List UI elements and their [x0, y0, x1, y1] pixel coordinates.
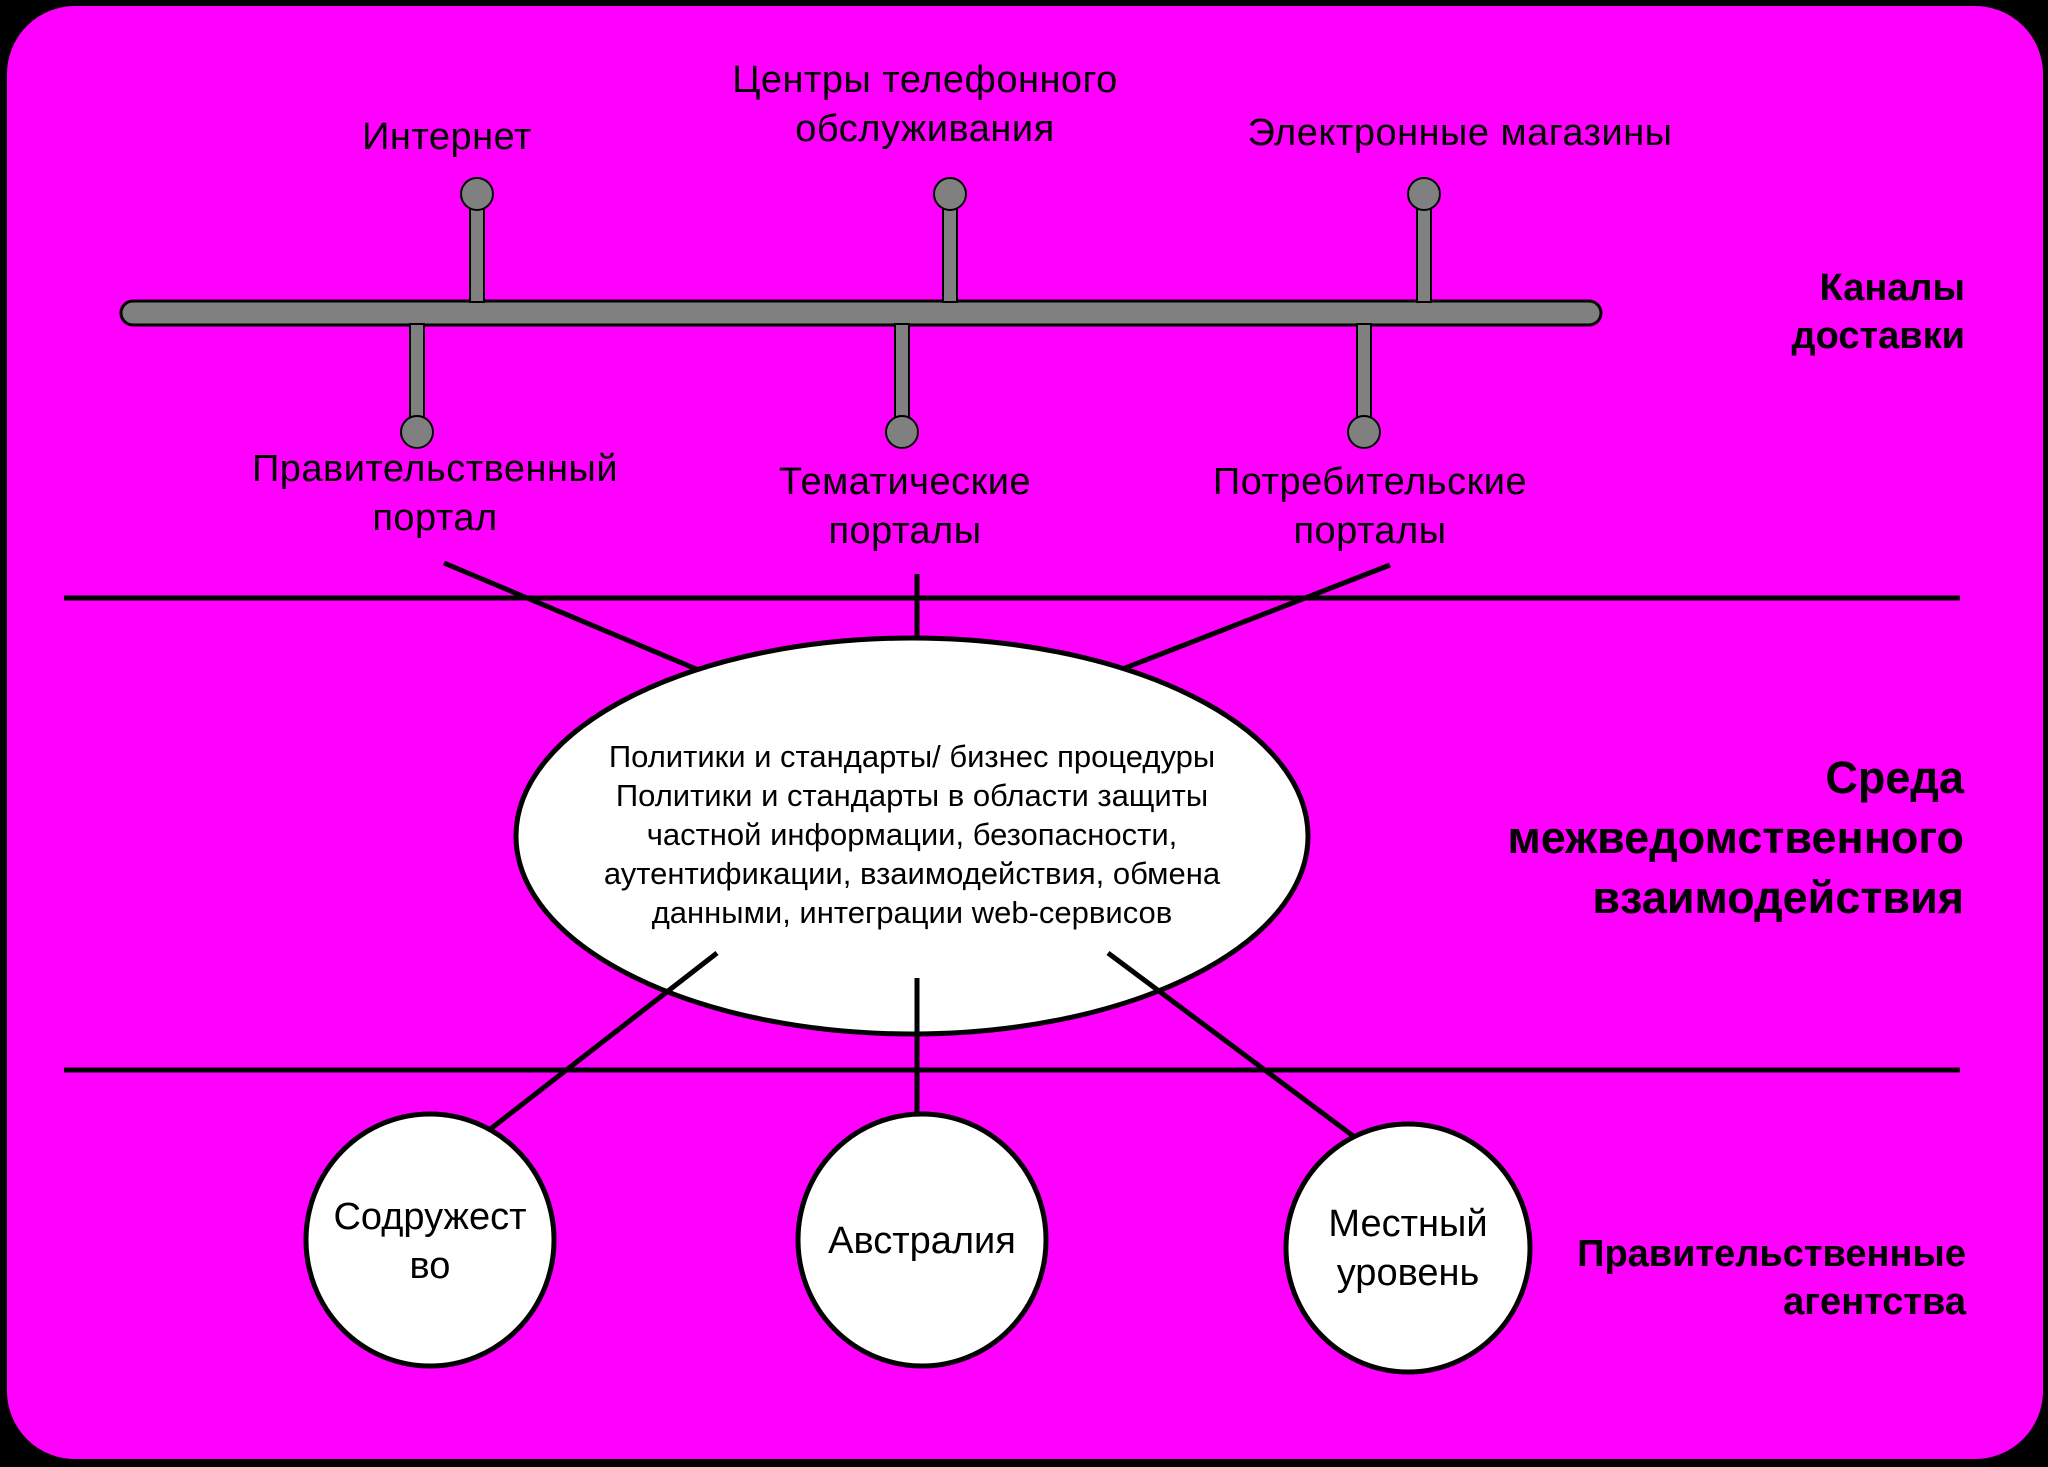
channel-label-e-shops: Электронные магазины [1247, 112, 1673, 154]
interagency-environment-ellipse [513, 635, 1311, 1037]
channel-label-thematic-portals: Тематические порталы [778, 461, 1032, 552]
agency-circle-commonwealth [303, 1111, 557, 1369]
connector-gov-portal [400, 323, 434, 449]
link-local-level [1106, 950, 1394, 1168]
agency-label-commonwealth: Содружест во [333, 1196, 527, 1287]
layer-label-interagency: Среда межведомственного взаимодействия [1507, 752, 1964, 923]
layer-label-agencies: Правительственные агентства [1577, 1233, 1966, 1323]
connector-e-shops [1407, 177, 1441, 303]
channel-label-gov-portal: Правительственный портал [251, 448, 619, 539]
connector-internet [460, 177, 494, 303]
channel-label-internet: Интернет [362, 116, 532, 158]
connector-call-centers [933, 177, 967, 303]
agency-circle-australia [795, 1111, 1049, 1369]
channel-label-call-centers: Центры телефонного обслуживания [732, 59, 1118, 150]
connector-consumer-portals [1347, 323, 1381, 449]
agency-label-australia: Австралия [828, 1220, 1016, 1262]
layer-label-delivery: Каналы доставки [1791, 267, 1965, 357]
channel-label-consumer-portals: Потребительские порталы [1212, 461, 1528, 552]
agency-circle-local-level [1283, 1121, 1533, 1375]
connector-thematic-portals [885, 323, 919, 449]
interagency-environment-text: Политики и стандарты/ бизнес процедуры П… [603, 739, 1221, 930]
delivery-channel-bus [119, 299, 1603, 327]
agency-label-local-level: Местный уровень [1328, 1203, 1488, 1294]
